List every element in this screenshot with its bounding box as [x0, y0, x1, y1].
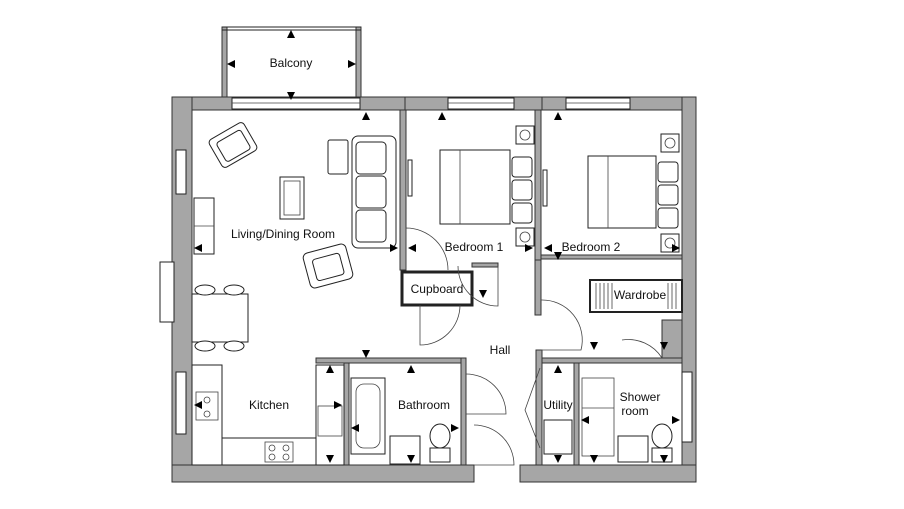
label-living-dining: Living/Dining Room — [231, 227, 335, 241]
label-shower-room-line2: room — [621, 404, 648, 418]
label-balcony: Balcony — [270, 56, 313, 70]
windows — [159, 97, 693, 443]
living-furniture — [191, 122, 397, 352]
label-shower-room-line1: Shower — [620, 390, 661, 404]
interior-walls — [315, 109, 683, 466]
bathroom-fittings — [350, 377, 451, 465]
label-utility: Utility — [543, 398, 572, 412]
bedroom2-furniture — [542, 133, 680, 253]
label-bedroom-2: Bedroom 2 — [562, 240, 621, 254]
label-bathroom: Bathroom — [398, 398, 450, 412]
dimension-arrows — [194, 30, 680, 463]
bedroom1-furniture — [407, 125, 535, 247]
room-labels: Balcony Living/Dining Room Bedroom 1 Bed… — [231, 56, 666, 418]
label-kitchen: Kitchen — [249, 398, 289, 412]
kitchen-fittings — [191, 364, 345, 466]
label-bedroom-1: Bedroom 1 — [445, 240, 504, 254]
utility-shower-fittings — [543, 377, 673, 463]
label-wardrobe: Wardrobe — [614, 288, 667, 302]
label-hall: Hall — [490, 343, 511, 357]
label-cupboard: Cupboard — [411, 282, 464, 296]
doors — [405, 227, 663, 466]
